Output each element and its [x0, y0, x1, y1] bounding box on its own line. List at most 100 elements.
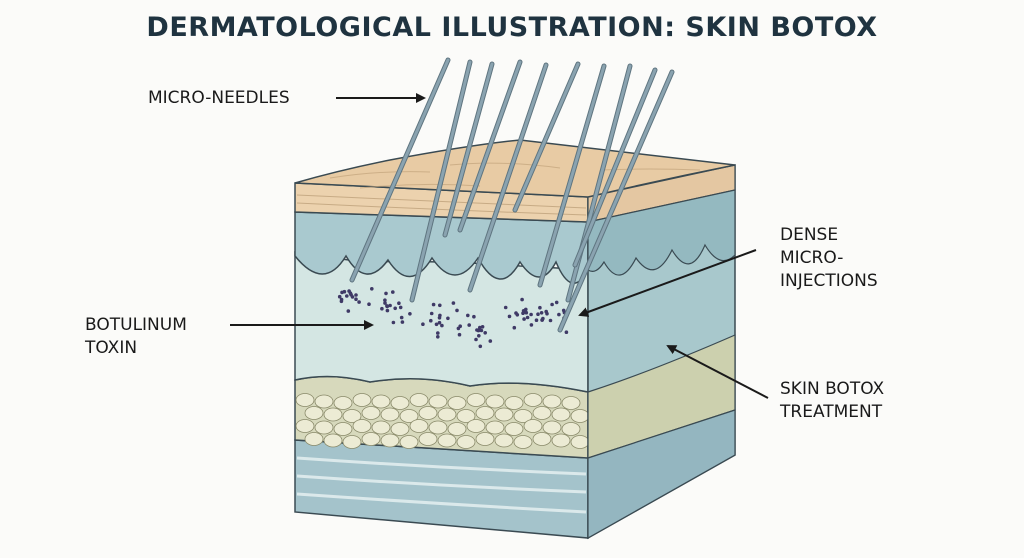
fat-cell — [494, 433, 514, 448]
fat-cell — [371, 420, 391, 435]
fat-cell — [352, 419, 372, 433]
toxin-dot — [550, 302, 554, 307]
page-title: DERMATOLOGICAL ILLUSTRATION: SKIN BOTOX — [146, 12, 878, 43]
toxin-dot — [385, 308, 390, 313]
base-stripes — [296, 456, 587, 514]
fat-cell — [380, 407, 400, 422]
fat-cell — [428, 420, 448, 435]
fat-cell — [447, 396, 467, 410]
toxin-dot — [483, 331, 488, 335]
skin-botox-treatment-label: SKIN BOTOX TREATMENT — [780, 378, 884, 424]
skin-surface-texture — [329, 162, 701, 189]
side-base — [587, 409, 736, 540]
toxin-dot — [540, 318, 544, 322]
toxin-dot — [388, 303, 392, 308]
fat-cell — [428, 394, 448, 409]
toxin-dot — [347, 289, 351, 293]
toxin-dot — [524, 310, 529, 315]
toxin-dot — [478, 344, 483, 349]
fat-cell — [485, 394, 505, 409]
toxin-dot — [475, 328, 479, 332]
toxin-dot — [440, 323, 444, 328]
fat-cell — [504, 396, 524, 410]
fat-cell — [570, 409, 590, 423]
toxin-dot — [398, 305, 403, 310]
fat-cell — [513, 435, 533, 449]
fat-cell — [475, 432, 495, 446]
fat-cell — [380, 433, 400, 448]
fat-cell — [314, 420, 334, 435]
side-face — [587, 164, 736, 540]
toxin-dot — [536, 312, 540, 317]
toxin-dot — [474, 337, 478, 342]
fat-cell — [475, 406, 495, 420]
toxin-dot — [480, 325, 485, 329]
toxin-dot — [354, 293, 358, 297]
fat-cells — [295, 393, 590, 449]
toxin-dot — [466, 313, 470, 318]
fat-cell — [532, 406, 552, 420]
fat-cell — [494, 407, 514, 422]
fat-cell — [323, 433, 343, 448]
toxin-dot — [357, 300, 361, 304]
toxin-dot — [554, 300, 559, 305]
fat-cell — [513, 409, 533, 423]
botulinum-toxin-label-line-2: TOXIN — [85, 338, 138, 358]
dense-micro-injections-label: DENSE MICRO- INJECTIONS — [780, 224, 878, 293]
fat-cell — [418, 406, 438, 420]
toxin-dot — [522, 317, 526, 321]
fat-cell — [466, 419, 486, 433]
toxin-dot — [520, 297, 524, 302]
toxin-dot — [529, 323, 534, 327]
toxin-dot — [345, 294, 349, 298]
toxin-dot — [525, 315, 530, 320]
toxin-dot — [385, 304, 389, 308]
front-face — [294, 182, 590, 539]
toxin-dot — [397, 301, 401, 306]
toxin-dot — [436, 335, 440, 339]
toxin-dot — [400, 320, 405, 324]
papillary-layer — [294, 211, 589, 284]
toxin-dot — [457, 332, 462, 337]
fat-cell — [570, 435, 590, 449]
fat-cell — [447, 422, 467, 436]
fat-cell — [295, 419, 315, 433]
toxin-dot — [538, 305, 542, 310]
toxin-dot — [557, 312, 561, 317]
fat-cell — [390, 396, 410, 410]
fat-cell — [361, 432, 381, 446]
needle — [558, 70, 674, 332]
fat-cell — [551, 407, 571, 422]
skin-botox-treatment-label-line-1: SKIN BOTOX — [780, 379, 885, 399]
toxin-dot — [564, 330, 569, 335]
fat-cell — [532, 432, 552, 446]
needle — [573, 68, 657, 267]
fat-cell — [437, 433, 457, 448]
toxin-dot — [437, 320, 442, 325]
fat-cell — [466, 393, 486, 407]
toxin-dot — [340, 290, 344, 295]
fat-cell — [542, 394, 562, 409]
toxin-dot — [478, 325, 482, 330]
toxin-dot — [431, 302, 436, 307]
toxin-dot — [429, 318, 433, 323]
needle — [538, 64, 606, 287]
needle — [350, 58, 450, 282]
side-fat-layer — [587, 334, 736, 459]
fat-cell — [323, 407, 343, 422]
fat-cell — [561, 396, 581, 410]
fat-cell — [314, 394, 334, 409]
micro-needles — [349, 57, 675, 333]
dense-micro-injections-label-line-3: INJECTIONS — [780, 271, 878, 291]
toxin-dot — [477, 334, 481, 338]
base-layer — [294, 439, 589, 539]
fat-cell — [333, 396, 353, 410]
fat-cell — [456, 435, 476, 449]
toxin-dot — [512, 325, 517, 330]
toxin-dot — [399, 315, 404, 320]
fat-cell — [304, 432, 324, 446]
dense-micro-injections-label-line-2: MICRO- — [780, 248, 844, 268]
toxin-dot — [479, 328, 484, 333]
fat-cell — [504, 422, 524, 436]
toxin-dot — [383, 301, 387, 305]
